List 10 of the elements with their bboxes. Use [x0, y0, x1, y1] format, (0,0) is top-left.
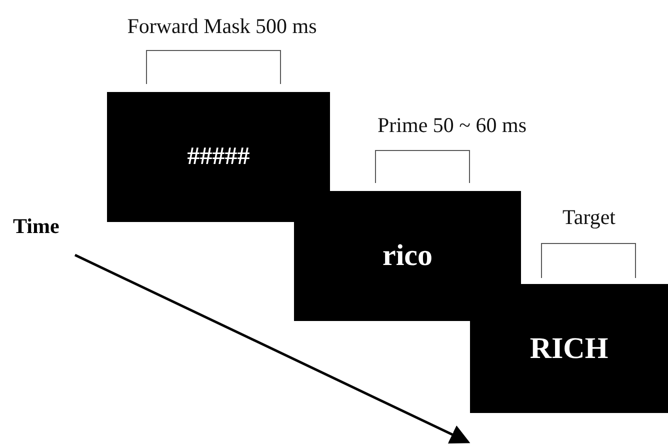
display-screen [294, 191, 521, 321]
phase-label: Target [562, 205, 616, 230]
display-screen [107, 92, 330, 222]
stimulus-text: RICH [530, 332, 608, 366]
stimulus-text: rico [382, 239, 432, 273]
phase-label: Prime 50 ~ 60 ms [377, 113, 527, 138]
phase-label: Forward Mask 500 ms [127, 14, 317, 39]
axis-label: Time [13, 214, 60, 239]
display-screen [470, 284, 668, 413]
stimulus-text: ##### [187, 143, 250, 171]
